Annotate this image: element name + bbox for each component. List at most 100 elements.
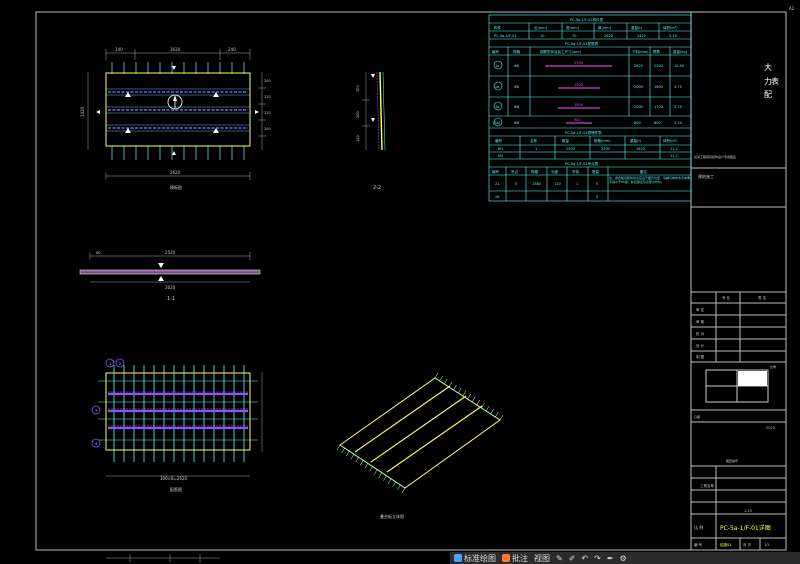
redo-icon[interactable]: ↷ (594, 553, 601, 563)
sheet-value: 结施01 (720, 542, 731, 547)
company-char-1: 大 (764, 62, 772, 72)
t3-h3: 规格(mm) (594, 138, 611, 143)
iso-stub (364, 463, 369, 469)
header-col-2: 签 名 (758, 295, 766, 300)
tables-text: PC-5a-1/F-01构件表 构件 长(mm) 宽(mm) 厚(mm) 重量(… (492, 17, 688, 199)
section-mark-icon (158, 263, 164, 268)
rebar-view-title: 配筋图 (170, 486, 182, 492)
role-2: 审 核 (696, 319, 705, 324)
t2-r2-len: 2000 (634, 105, 643, 109)
section-mark-icon (96, 110, 100, 114)
taskbar-item-view-label: 视图 (534, 553, 550, 563)
rebar-id-circle (493, 60, 503, 70)
section-mark-icon (158, 276, 164, 281)
iso-view: 叠合板立体图 (336, 372, 504, 519)
undo-icon[interactable]: ↶ (581, 553, 589, 563)
t2-h2: 钢筋形状及加工尺寸(mm) (540, 49, 582, 54)
plan-section-marks (96, 66, 259, 155)
iso-stub (476, 399, 481, 406)
stamp-label: 建筑施工 (698, 173, 714, 179)
section-22-label: 2-2 (373, 185, 381, 191)
iso-stub (397, 484, 401, 491)
plan-dim-right-1: 200 (264, 79, 271, 83)
taskbar-item-draw-label: 标准绘图 (464, 553, 496, 563)
iso-truss (370, 395, 467, 463)
plan-dim-left: 1420 (80, 106, 85, 117)
rebar-tag-icon (105, 358, 115, 368)
pen-icon[interactable]: ✒ (606, 553, 614, 563)
plan-dim-bottom: 2620 (170, 170, 181, 175)
iso-stub (373, 469, 378, 475)
rebar-view: 1 2 3 4 300×8=2620 配筋图 (91, 358, 263, 492)
iso-stub (453, 384, 457, 391)
lift-point-icon (213, 128, 219, 133)
t1-c5: 0.25 (669, 34, 677, 38)
iso-stub (392, 481, 396, 487)
iso-stub (355, 457, 359, 463)
ratio-label: 比例 (770, 364, 776, 369)
rebar-id-circle (493, 117, 503, 127)
proj-label: 工程名称 (700, 483, 714, 488)
t2-h0: 编号 (492, 49, 500, 54)
t2-r0-shape: 2700 (574, 61, 583, 65)
orientation-arrow-icon (173, 95, 177, 101)
outer-dims (106, 554, 220, 562)
taskbar-item-view[interactable]: 视图 (534, 553, 550, 564)
sheet-label: 编 号 (694, 542, 703, 547)
taskbar-item-annotate[interactable]: 批注 (502, 553, 528, 564)
iso-stub (346, 451, 350, 457)
t2-r2-id: 3a (495, 105, 499, 109)
t1-h1: 长(mm) (534, 25, 548, 30)
tables-group (488, 14, 692, 202)
plan-truss-lines (108, 91, 248, 129)
rebar-vertical-bars (113, 365, 245, 462)
t3-h5: 体积(m³) (663, 138, 678, 143)
section-mark-icon (371, 74, 375, 78)
page-label: 页 次 (743, 542, 752, 547)
rebar-tag-icon (91, 438, 101, 448)
t1-h2: 宽(mm) (566, 25, 580, 30)
rebar-tag-3: 3 (95, 409, 97, 413)
t1-h3: 厚(mm) (598, 25, 612, 30)
taskbar: 标准绘图 批注 视图 ✎ ✐ ↶ ↷ ✒ ⚙ (450, 552, 800, 564)
t2-r3-shape: 500 (574, 118, 581, 122)
section-11-dim-side: 60 (96, 251, 100, 255)
pencil-icon[interactable]: ✎ (556, 553, 563, 563)
iso-stub (485, 405, 490, 412)
section-1-1: 2520 2620 60 1-1 (79, 250, 261, 302)
title-block-note: 某某工程项目结构设计专用图签 (694, 154, 736, 159)
t3-r1-5: 11.2 (670, 154, 678, 158)
iso-stub (350, 454, 355, 460)
plan-dim-top-2: 1620 (170, 47, 181, 52)
rebar-tag-2: 2 (119, 362, 121, 366)
drawing-title: PC-5a-1/F-01详图 (720, 524, 771, 532)
rebar-tag-4: 4 (95, 442, 98, 446)
iso-view-title: 叠合板立体图 (380, 513, 404, 519)
t2-r1-id: 2a (495, 85, 499, 89)
rebar-tag-1: 1 (109, 362, 111, 366)
t4-title: PC-5a-1/F-01吊点表 (565, 161, 599, 166)
rebar-id-circle (493, 101, 503, 111)
section-22-dim-2: 300 (356, 111, 360, 118)
edit-icon[interactable]: ✐ (568, 553, 576, 563)
plan-view-title: 模板图 (170, 184, 182, 190)
t2-r1-spec: Φ8 (514, 85, 519, 89)
plan-dim-top-1: 140 (115, 47, 123, 52)
taskbar-item-draw[interactable]: 标准绘图 (454, 553, 496, 564)
t1-title: PC-5a-1/F-01构件表 (570, 17, 604, 22)
company-char-4: 配 (764, 90, 772, 99)
date-label: 日期 (694, 414, 700, 419)
date-value: 2020 (766, 426, 775, 430)
rebar-shapes (545, 65, 612, 124)
section-11-label: 1-1 (167, 296, 175, 302)
t1-c2: 70 (572, 34, 576, 38)
rebar-slab-outline (105, 372, 251, 451)
t4-h2: 规格 (531, 169, 539, 174)
settings-icon[interactable]: ⚙ (619, 553, 627, 563)
iso-stub (359, 460, 364, 466)
iso-stub (444, 378, 448, 385)
t4-r0-5: 5 (596, 182, 598, 186)
annotate-icon (502, 554, 510, 562)
iso-stub (495, 411, 499, 418)
